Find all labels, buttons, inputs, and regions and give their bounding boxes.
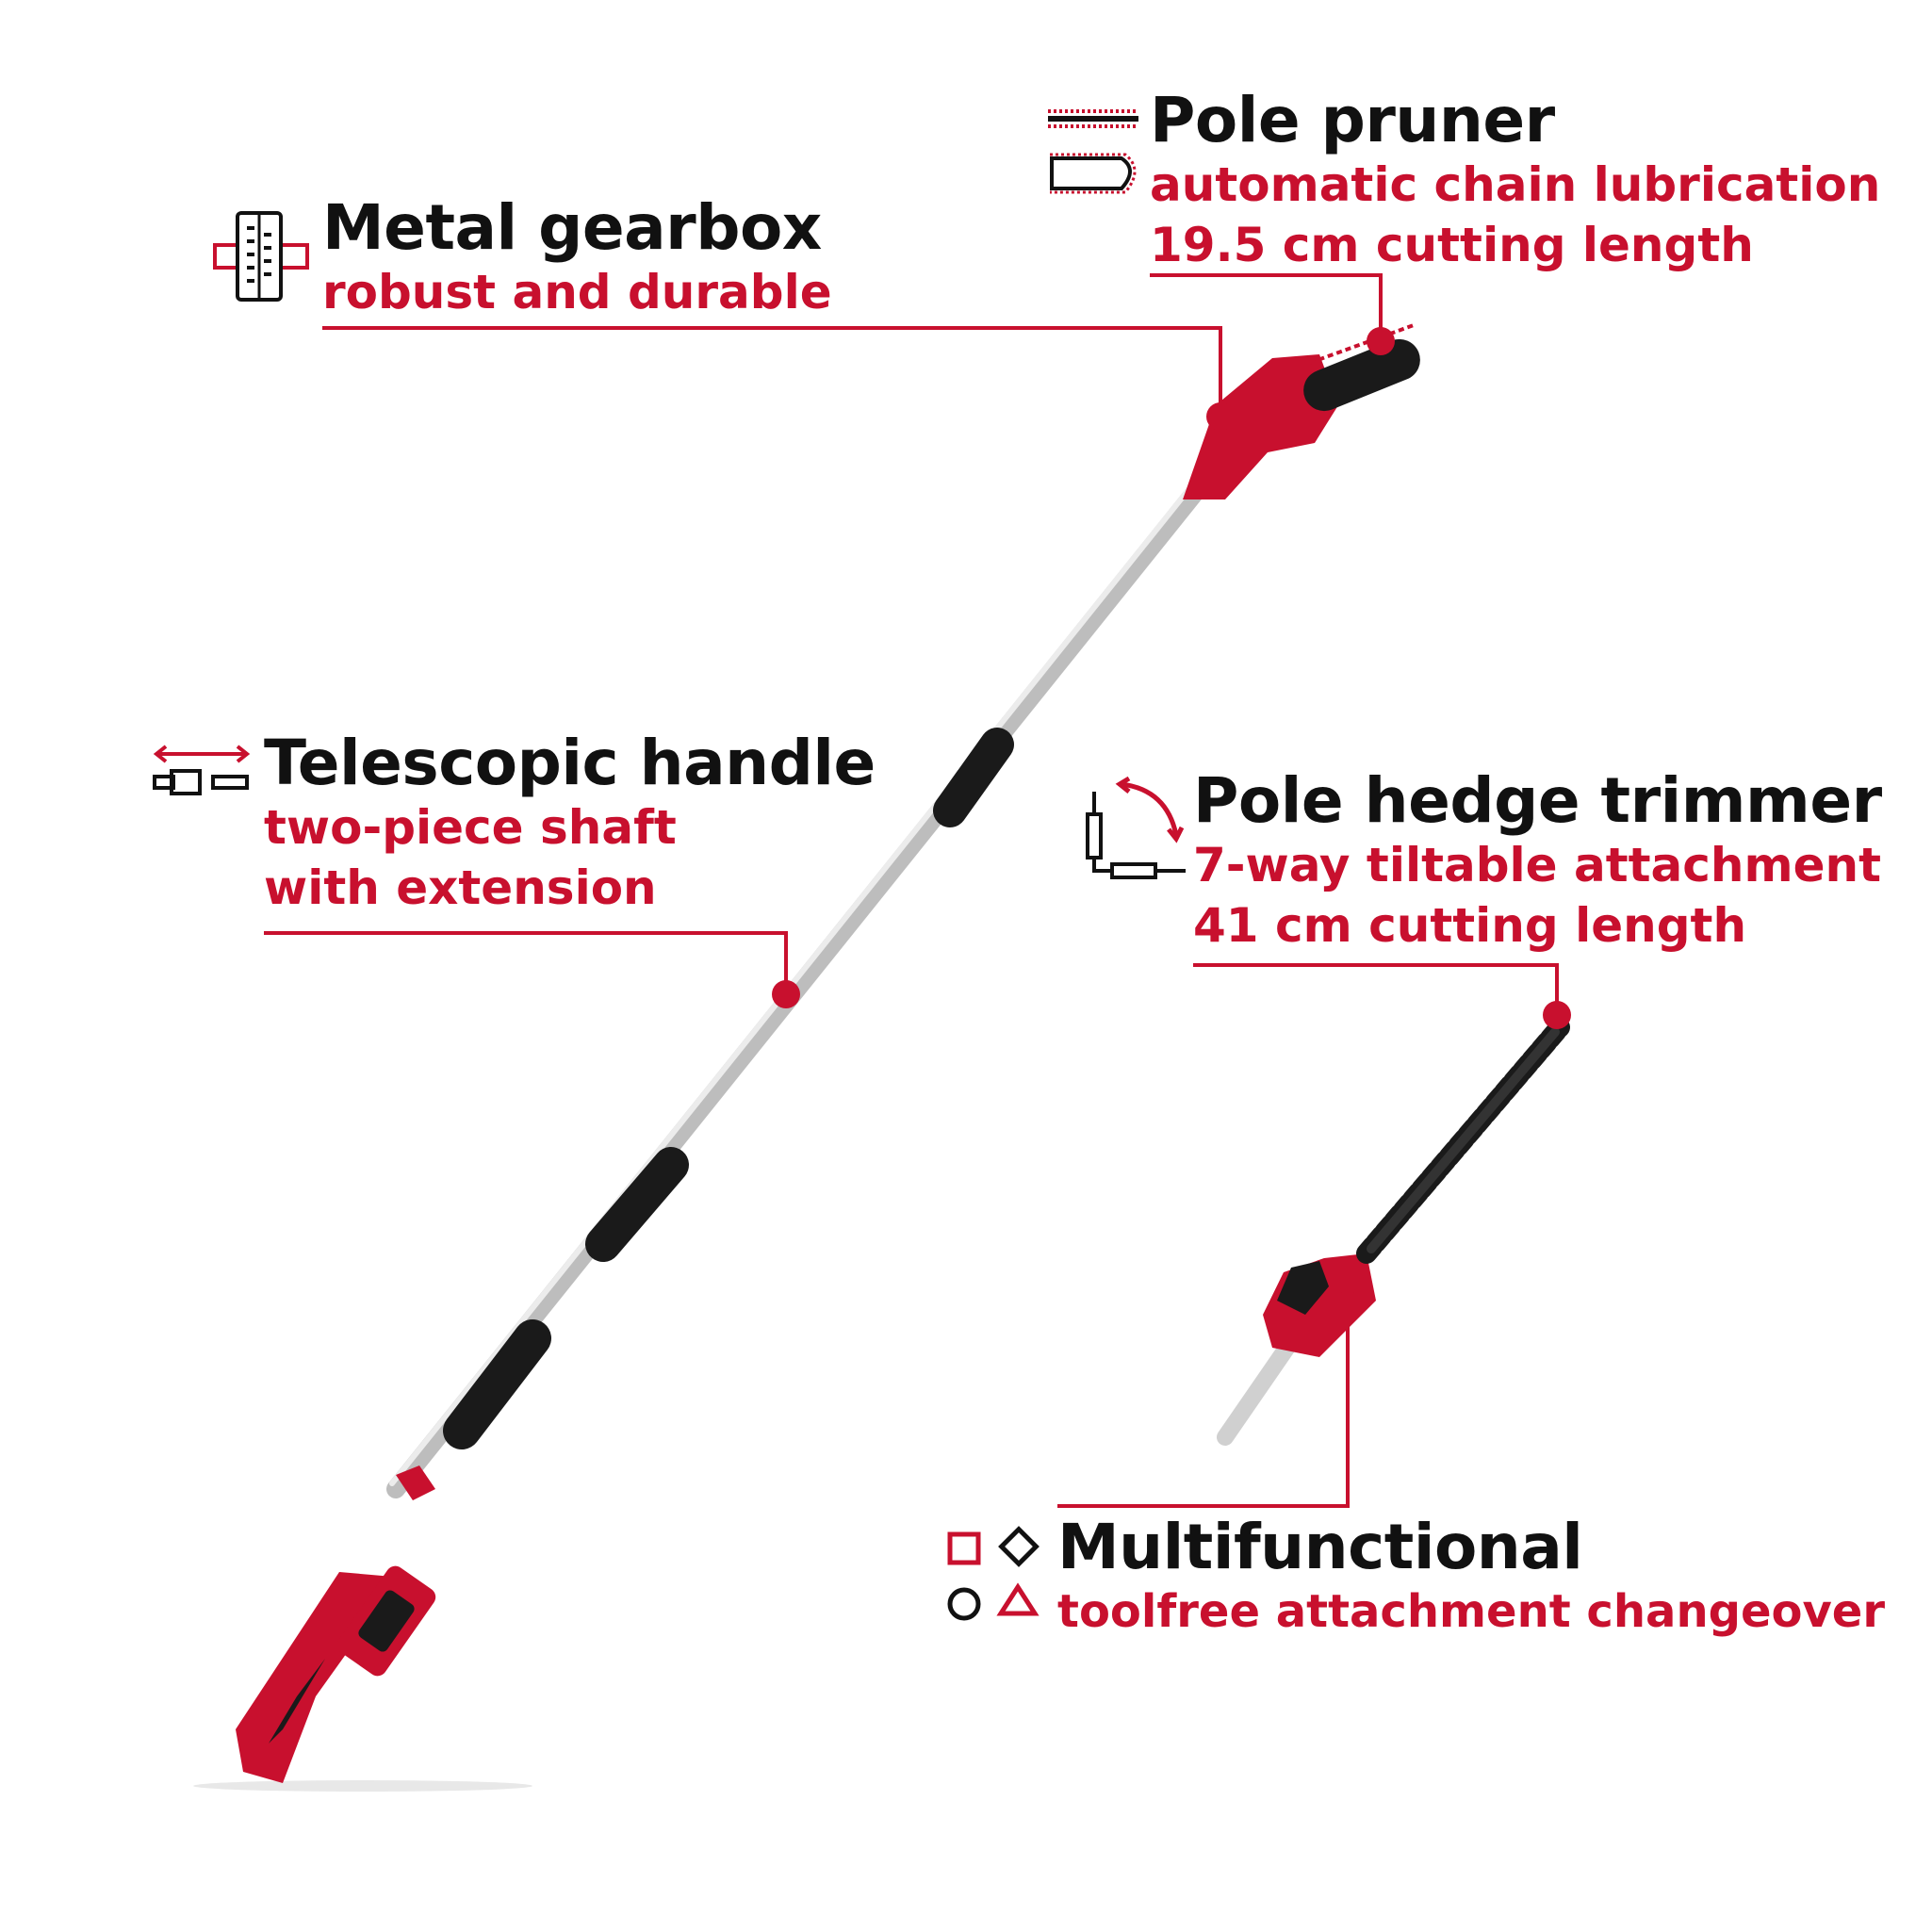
callout-hedge-line bbox=[1193, 963, 1559, 1013]
callout-gearbox-dot bbox=[1206, 402, 1235, 431]
feature-multifunctional: Multifunctional toolfree attachment chan… bbox=[1057, 1514, 1885, 1642]
chainsaw-bar-icon bbox=[1048, 109, 1138, 194]
feature-subtitle: two-piece shaft bbox=[264, 800, 677, 855]
feature-title: Metal gearbox bbox=[322, 191, 822, 264]
feature-subtitle: with extension bbox=[264, 860, 657, 915]
grip-lower bbox=[443, 1319, 551, 1449]
pruner-chain-bar bbox=[1303, 338, 1420, 412]
callout-multi-line bbox=[1057, 1315, 1350, 1508]
feature-subtitle: robust and durable bbox=[322, 265, 832, 319]
telescopic-extend-icon bbox=[153, 745, 251, 795]
callout-pruner-dot bbox=[1367, 327, 1395, 355]
shapes-icon bbox=[947, 1526, 1040, 1621]
hedge-blade-core bbox=[1367, 1027, 1560, 1253]
rear-handle-inner bbox=[269, 1659, 325, 1744]
feature-pole-pruner: Pole pruner automatic chain lubrication … bbox=[1150, 87, 1880, 275]
hedge-trimmer-tool bbox=[1217, 1017, 1570, 1446]
feature-subtitle: 19.5 cm cutting length bbox=[1150, 218, 1754, 272]
callout-pruner-line bbox=[1150, 273, 1383, 341]
feature-subtitle: toolfree attachment changeover bbox=[1057, 1585, 1886, 1638]
feature-title: Multifunctional bbox=[1057, 1511, 1583, 1583]
grip-upper bbox=[933, 728, 1014, 827]
callout-telescopic-dot bbox=[772, 980, 800, 1008]
gearbox-icon bbox=[213, 211, 309, 302]
hedge-motor-black bbox=[1277, 1261, 1329, 1315]
callout-multi-dot bbox=[1334, 1291, 1362, 1319]
callout-gearbox-line bbox=[322, 326, 1222, 415]
feature-telescopic-handle: Telescopic handle two-piece shaft with e… bbox=[264, 729, 876, 918]
feature-subtitle: automatic chain lubrication bbox=[1150, 157, 1881, 212]
feature-title: Pole hedge trimmer bbox=[1193, 764, 1882, 837]
feature-pole-hedge-trimmer: Pole hedge trimmer 7-way tiltable attach… bbox=[1193, 767, 1882, 956]
callout-telescopic-line bbox=[264, 931, 788, 994]
callout-lines bbox=[264, 273, 1559, 1508]
callout-hedge-dot bbox=[1543, 1001, 1571, 1029]
tilt-angle-icon bbox=[1086, 777, 1186, 879]
callout-dots bbox=[772, 327, 1571, 1319]
strap-clip bbox=[396, 1465, 435, 1500]
pruner-motor-housing bbox=[1183, 354, 1338, 499]
feature-title: Pole pruner bbox=[1150, 84, 1555, 156]
feature-subtitle: 7-way tiltable attachment bbox=[1193, 838, 1882, 892]
feature-subtitle: 41 cm cutting length bbox=[1193, 898, 1747, 953]
feature-metal-gearbox: Metal gearbox robust and durable bbox=[322, 194, 832, 322]
grip-middle bbox=[585, 1147, 689, 1262]
feature-title: Telescopic handle bbox=[264, 727, 876, 799]
ground-shadow bbox=[193, 1780, 532, 1792]
battery-label bbox=[358, 1590, 415, 1652]
